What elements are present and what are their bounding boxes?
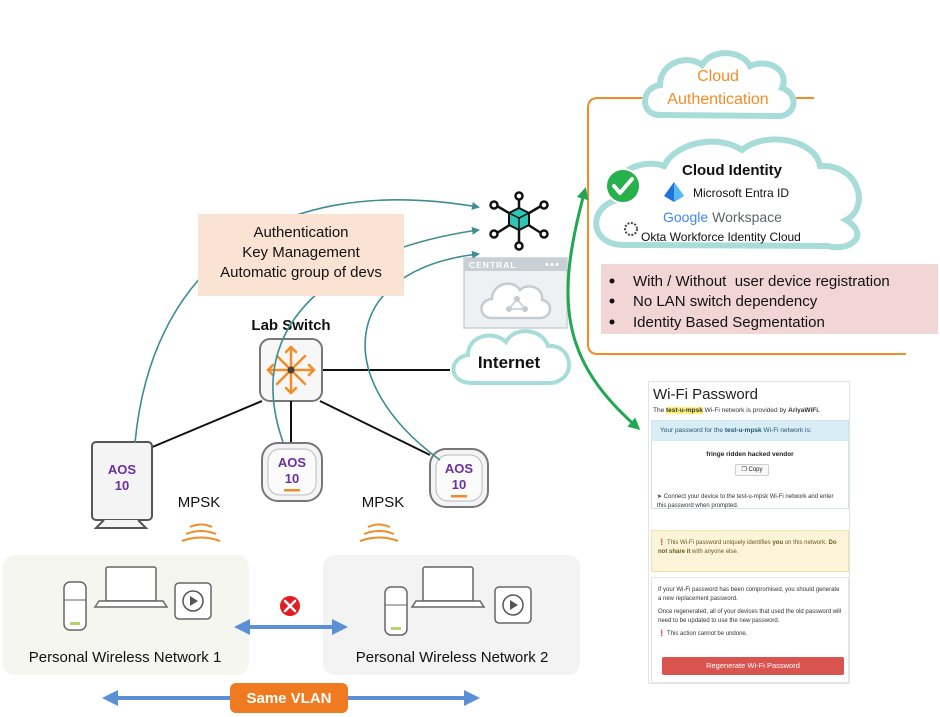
copy-button[interactable]: ❐ Copy — [735, 464, 769, 476]
feature-bullet — [609, 319, 615, 325]
feature-bullet — [609, 298, 615, 304]
workspace-word: Workspace — [712, 209, 782, 225]
central-hub-icon — [489, 191, 549, 251]
access-point-3: AOS 10 — [429, 448, 489, 508]
ap3-aos-label: AOS — [445, 461, 474, 476]
uniqueness-warning: ❗ This Wi-Fi password uniquely identifie… — [651, 530, 849, 572]
wifi-password-panel: Wi-Fi Password The test-u-mpsk Wi-Fi net… — [648, 381, 850, 684]
provider-name: AriyaWiFi. — [788, 407, 820, 414]
network-1-box: Personal Wireless Network 1 — [3, 555, 249, 675]
phone-icon — [63, 581, 87, 631]
ap1-aos-label: AOS — [108, 462, 137, 477]
network-1-label: Personal Wireless Network 1 — [29, 649, 222, 666]
mpsk-label-2: MPSK — [362, 494, 405, 511]
central-label: CENTRAL — [469, 260, 517, 270]
wifi-signal-icon — [359, 523, 399, 542]
access-point-1: AOS 10 — [91, 441, 153, 529]
copy-icon: ❐ — [741, 467, 747, 473]
wifi-intro: The test-u-mpsk Wi-Fi network is provide… — [653, 407, 820, 414]
cloud-identity-title: Cloud Identity — [682, 162, 783, 179]
blocked-x-icon — [280, 596, 300, 616]
regenerate-card: If your Wi-Fi password has been compromi… — [651, 577, 849, 683]
google-word: Google — [663, 209, 708, 225]
entra-icon — [664, 182, 684, 202]
warning-icon: ❗ — [658, 631, 666, 637]
network-2-label: Personal Wireless Network 2 — [356, 649, 549, 666]
same-vlan-arrow: Same VLAN — [102, 683, 480, 713]
same-vlan-label: Same VLAN — [246, 690, 331, 707]
internet-cloud: Internet — [451, 329, 571, 385]
password-value: fringe ridden hacked vendor — [706, 451, 794, 458]
auth-line-3: Automatic group of devs — [220, 264, 382, 281]
auth-line-2: Key Management — [242, 244, 360, 261]
cloud-auth-line2: Authentication — [667, 91, 768, 108]
warning-icon: ❗ — [658, 540, 666, 546]
regenerate-password-button[interactable]: Regenerate Wi-Fi Password — [662, 657, 844, 675]
arrow-circle-icon: ➤ — [657, 494, 663, 500]
compromised-text: If your Wi-Fi password has been compromi… — [658, 587, 840, 602]
ap2-version-label: 10 — [285, 471, 299, 486]
wifi-password-title: Wi-Fi Password — [653, 386, 759, 403]
okta-label: Okta Workforce Identity Cloud — [641, 230, 801, 244]
mpsk-label-1: MPSK — [178, 494, 221, 511]
internet-label: Internet — [478, 353, 541, 372]
laptop-icon — [410, 566, 486, 608]
lab-switch: Lab Switch — [251, 317, 331, 402]
access-point-2: AOS 10 — [261, 442, 323, 502]
media-player-icon — [174, 582, 212, 620]
ssid-highlight: test-u-mpsk — [666, 407, 703, 414]
central-window: CENTRAL — [463, 257, 568, 329]
password-card: Your password for the test-u-mpsk Wi-Fi … — [651, 420, 849, 509]
auth-line-1: Authentication — [253, 224, 349, 241]
password-card-header: Your password for the test-u-mpsk Wi-Fi … — [652, 421, 848, 441]
cloud-auth-line1: Cloud — [697, 68, 739, 85]
media-player-icon — [494, 586, 532, 624]
central-cloud-icon — [480, 282, 552, 320]
features-box: With / Without user device registration … — [601, 264, 938, 334]
wired-links — [149, 369, 450, 456]
authentication-box: Authentication Key Management Automatic … — [198, 214, 404, 296]
ap1-version-label: 10 — [115, 478, 129, 493]
undone-text: ❗ This action cannot be undone. — [658, 631, 748, 637]
green-link-arrow — [566, 187, 641, 430]
cloud-authentication-cloud: Cloud Authentication — [642, 50, 797, 120]
ap3-version-label: 10 — [452, 477, 466, 492]
entra-label: Microsoft Entra ID — [693, 186, 789, 200]
feature-bullet — [609, 278, 615, 284]
wifi-signal-icon — [181, 523, 221, 542]
cloud-identity-cloud: Cloud Identity Microsoft Entra ID Google… — [593, 136, 862, 251]
check-badge-icon — [605, 168, 641, 204]
ap2-aos-label: AOS — [278, 455, 307, 470]
feature-item: With / Without user device registration — [633, 273, 890, 290]
regenerated-text: Once regenerated, all of your devices th… — [658, 609, 842, 624]
feature-item: Identity Based Segmentation — [633, 314, 825, 331]
network-2-box: Personal Wireless Network 2 — [323, 555, 580, 675]
feature-item: No LAN switch dependency — [633, 293, 818, 310]
phone-icon — [384, 586, 408, 636]
lab-switch-label: Lab Switch — [251, 317, 330, 334]
laptop-icon — [93, 566, 169, 608]
connect-instructions: ➤ Connect your device to the test-u-mpsk… — [657, 494, 834, 509]
